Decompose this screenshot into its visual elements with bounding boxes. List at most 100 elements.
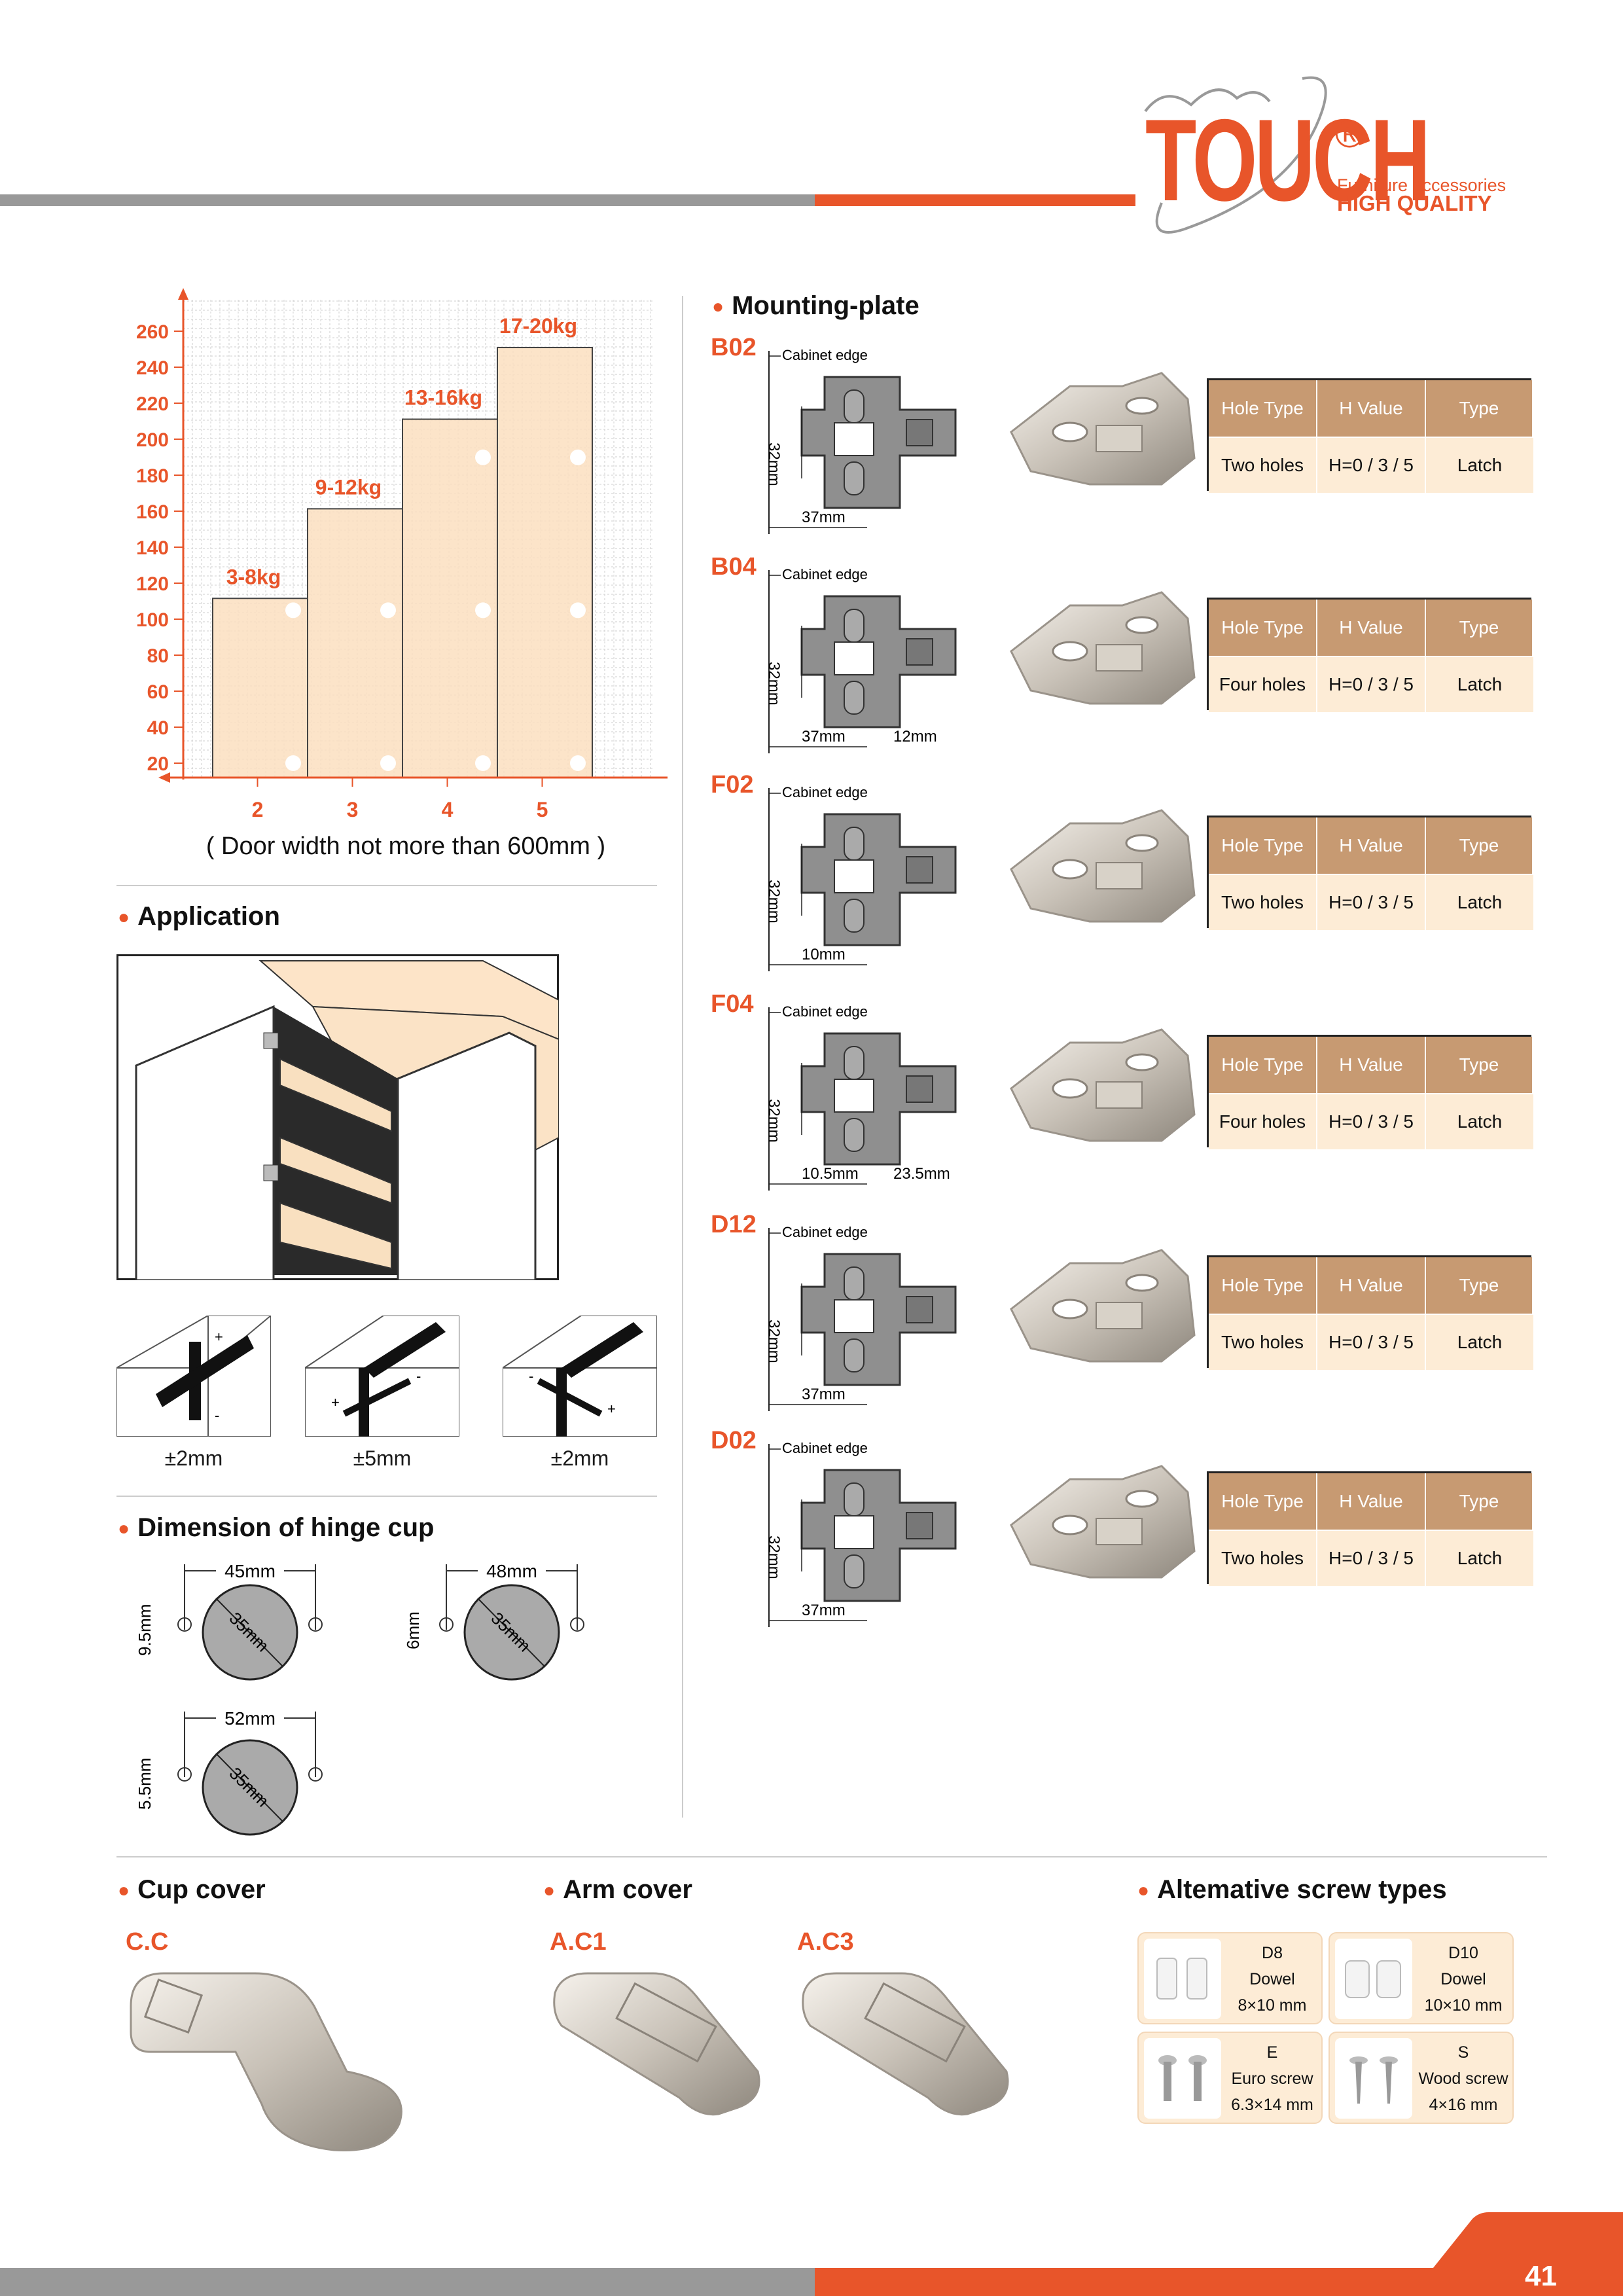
- hinge-cup-diagram-1: 45mm 35mm 9.5mm: [135, 1559, 323, 1681]
- svg-text:Cabinet edge: Cabinet edge: [782, 1003, 868, 1020]
- screw-name: Dowel: [1440, 1970, 1486, 1988]
- cup-cover-title: ●Cup cover: [118, 1875, 266, 1904]
- screw-code: E: [1266, 2043, 1278, 2062]
- svg-text:52mm: 52mm: [224, 1708, 276, 1729]
- svg-text:48mm: 48mm: [486, 1561, 537, 1581]
- spec-header-hole-type: Hole Type: [1209, 817, 1317, 874]
- arm-cover-code-2: A.C3: [797, 1928, 854, 1956]
- plate-code: D12: [711, 1211, 757, 1238]
- plate-spec-table: Hole Type H Value Type Two holes H=0 / 3…: [1207, 816, 1533, 930]
- application-cabinet-illustration: [116, 954, 559, 1280]
- spec-header-hole-type: Hole Type: [1209, 380, 1317, 437]
- svg-text:-: -: [416, 1368, 421, 1384]
- plate-photo: [1010, 1028, 1196, 1142]
- plate-spec-table: Hole Type H Value Type Two holes H=0 / 3…: [1207, 1255, 1533, 1370]
- chart-dot: [475, 602, 491, 619]
- chart-y-tick-label: 260: [136, 321, 169, 343]
- spec-type: Latch: [1426, 1530, 1533, 1586]
- spec-header-type: Type: [1426, 1037, 1533, 1093]
- chart-caption: ( Door width not more than 600mm ): [205, 833, 606, 860]
- svg-text:45mm: 45mm: [224, 1561, 276, 1581]
- brand-registered: ®: [1335, 112, 1364, 156]
- svg-text:+: +: [215, 1329, 223, 1345]
- chart-y-tick-label: 220: [136, 393, 169, 415]
- chart-bar: [402, 418, 498, 778]
- spec-header-hole-type: Hole Type: [1209, 1037, 1317, 1093]
- screw-code: S: [1457, 2043, 1469, 2062]
- spec-hole-type: Four holes: [1209, 1093, 1317, 1149]
- spec-header-type: Type: [1426, 1473, 1533, 1530]
- chart-dot: [570, 755, 586, 771]
- cup-cover-image: [130, 1972, 402, 2151]
- plate-drawing: Cabinet edge 32mm 10.5mm 23.5mm: [765, 1003, 957, 1191]
- spec-h-value: H=0 / 3 / 5: [1317, 437, 1426, 493]
- spec-type: Latch: [1426, 874, 1533, 930]
- header-orange-line: [815, 194, 1135, 206]
- chart-y-tick-label: 240: [136, 357, 169, 379]
- svg-text:5.5mm: 5.5mm: [135, 1758, 154, 1810]
- spec-header-h-value: H Value: [1317, 1257, 1426, 1314]
- chart-y-tick-label: 120: [136, 573, 169, 595]
- hinge-cup-diagram-3: 52mm 35mm 5.5mm: [135, 1706, 323, 1836]
- chart-bar-label: 13-16kg: [404, 386, 482, 410]
- screw-name: Euro screw: [1231, 2070, 1313, 2088]
- adjust-icon-depth: - +: [503, 1316, 657, 1437]
- spec-header-type: Type: [1426, 817, 1533, 874]
- adjust-icons-row: + - + - - + ±2mm ±5mm ±2mm: [116, 1316, 660, 1479]
- screw-size: 8×10 mm: [1238, 1996, 1307, 2015]
- chart-x-tick-label: 5: [537, 798, 548, 821]
- spec-h-value: H=0 / 3 / 5: [1317, 1093, 1426, 1149]
- spec-header-h-value: H Value: [1317, 1037, 1426, 1093]
- svg-text:Cabinet edge: Cabinet edge: [782, 347, 868, 363]
- arm-cover-image-2: [802, 1972, 1009, 2116]
- spec-header-type: Type: [1426, 600, 1533, 656]
- screw-size: 6.3×14 mm: [1231, 2096, 1313, 2114]
- svg-text:37mm: 37mm: [802, 1602, 846, 1619]
- chart-y-arrow: [178, 288, 188, 300]
- svg-text:23.5mm: 23.5mm: [893, 1165, 950, 1183]
- chart-y-tick-label: 140: [136, 537, 169, 559]
- svg-text:32mm: 32mm: [765, 1535, 783, 1579]
- chart-y-tick-label: 20: [147, 753, 169, 775]
- chart-dot: [570, 602, 586, 619]
- spec-header-type: Type: [1426, 380, 1533, 437]
- footer-orange-tab: [815, 2212, 1623, 2296]
- chart-y-tick-label: 80: [147, 645, 169, 667]
- spec-hole-type: Two holes: [1209, 1314, 1317, 1370]
- screw-code: D8: [1262, 1944, 1283, 1962]
- brand-logo: TOUCH: [1145, 95, 1431, 225]
- svg-text:10mm: 10mm: [802, 946, 846, 963]
- arm-cover-code-1: A.C1: [550, 1928, 607, 1956]
- plate-spec-table: Hole Type H Value Type Two holes H=0 / 3…: [1207, 1471, 1533, 1586]
- plate-drawing: Cabinet edge 32mm 37mm: [765, 1440, 957, 1627]
- svg-text:-: -: [529, 1368, 533, 1384]
- svg-text:+: +: [331, 1394, 340, 1410]
- adjust-icon-lateral: + -: [305, 1316, 459, 1437]
- mounting-plate-title: ●Mounting-plate: [712, 291, 919, 320]
- spec-type: Latch: [1426, 437, 1533, 493]
- plate-spec-table: Hole Type H Value Type Four holes H=0 / …: [1207, 1035, 1533, 1149]
- chart-y-tick-label: 160: [136, 501, 169, 523]
- screw-size: 4×16 mm: [1429, 2096, 1498, 2114]
- svg-text:Cabinet edge: Cabinet edge: [782, 566, 868, 583]
- spec-header-h-value: H Value: [1317, 380, 1426, 437]
- chart-bar-label: 3-8kg: [226, 565, 281, 588]
- screw-name: Wood screw: [1418, 2070, 1508, 2088]
- spec-h-value: H=0 / 3 / 5: [1317, 1314, 1426, 1370]
- adjust-label-2: ±5mm: [353, 1446, 412, 1470]
- screw-card-s: S Wood screw 4×16 mm: [1329, 2032, 1514, 2124]
- screw-code: D10: [1448, 1944, 1478, 1962]
- spec-type: Latch: [1426, 656, 1533, 712]
- spec-hole-type: Two holes: [1209, 874, 1317, 930]
- brand-tagline-2: HIGH QUALITY: [1337, 191, 1492, 215]
- chart-x-tick-label: 3: [347, 798, 359, 821]
- svg-text:+: +: [607, 1401, 616, 1417]
- chart-x-arrow-left: [158, 772, 170, 783]
- hinge-cup-diagram-2: 48mm 35mm 6mm: [403, 1559, 584, 1681]
- chart-dot: [380, 602, 396, 619]
- plate-photo: [1010, 809, 1196, 923]
- page-number: 41: [1525, 2260, 1557, 2292]
- chart-bar: [307, 508, 403, 778]
- chart-bar-label: 9-12kg: [315, 475, 382, 499]
